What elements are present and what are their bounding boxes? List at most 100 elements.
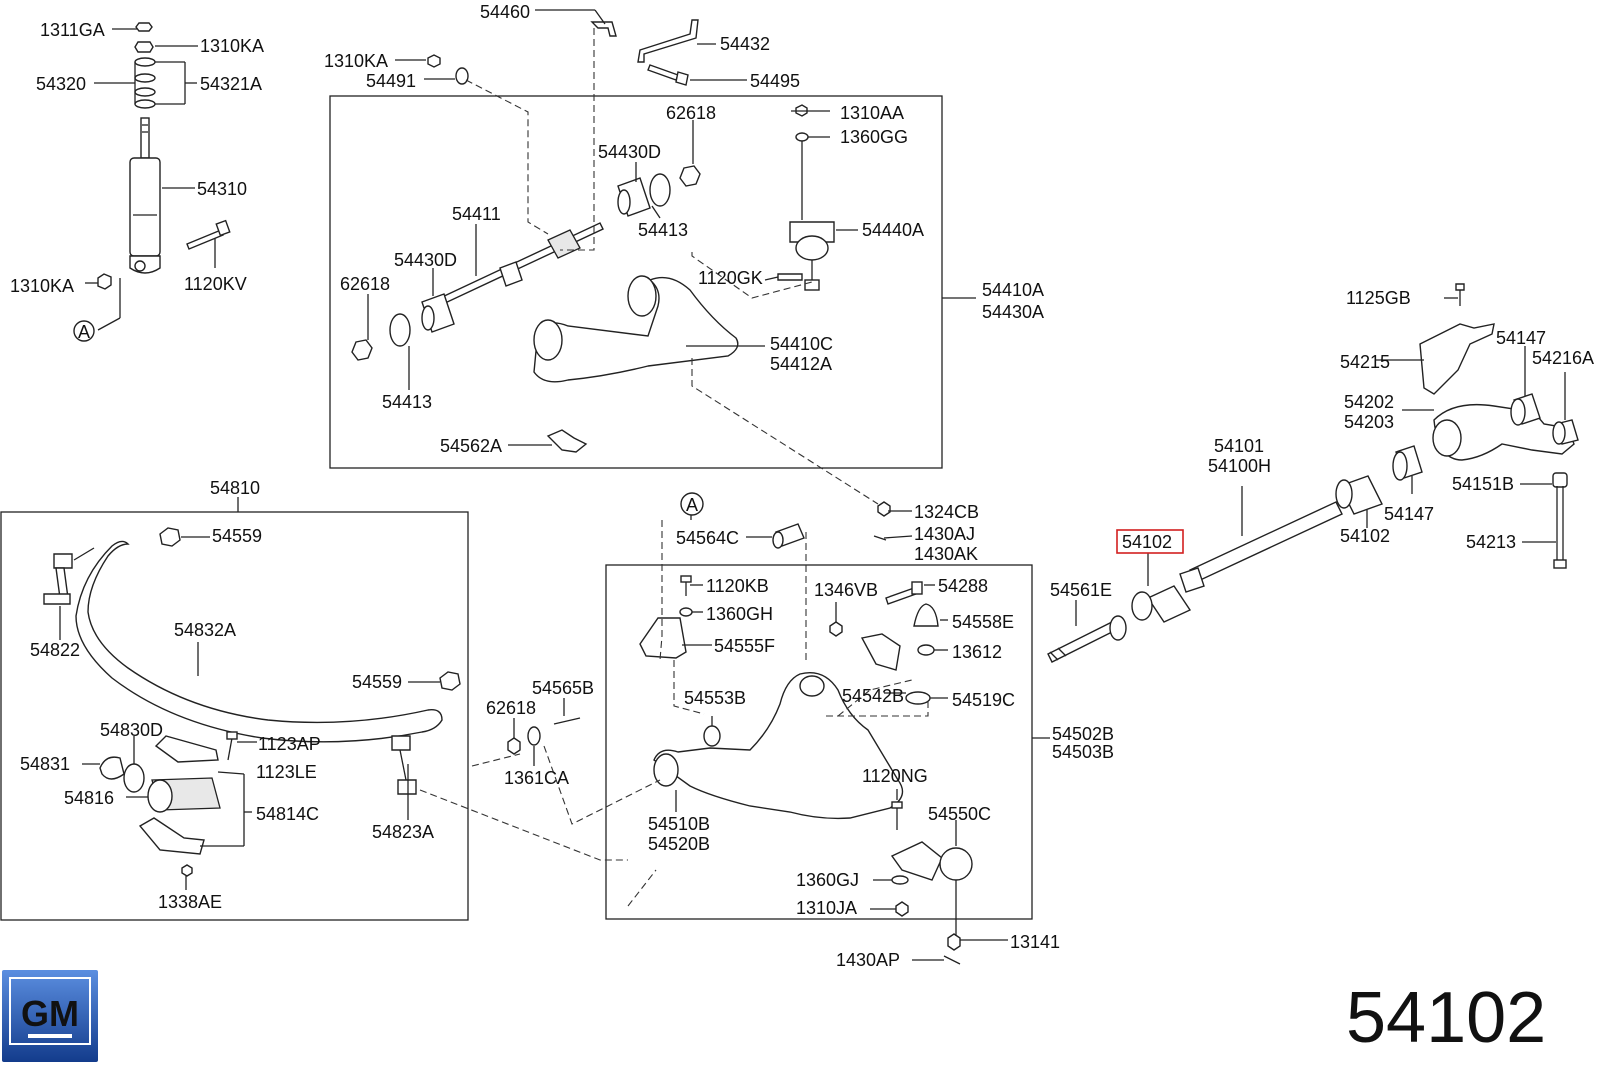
gm-logo-text: GM bbox=[21, 993, 79, 1034]
stabilizer-leaders bbox=[59, 497, 628, 890]
label-54495: 54495 bbox=[750, 71, 800, 91]
label-1430AP: 1430AP bbox=[836, 950, 900, 970]
label-A-top: A bbox=[78, 322, 90, 342]
label-54430D-low: 54430D bbox=[394, 250, 457, 270]
label-54491: 54491 bbox=[366, 71, 416, 91]
label-54321A: 54321A bbox=[200, 74, 262, 94]
label-54215: 54215 bbox=[1340, 352, 1390, 372]
label-54553B: 54553B bbox=[684, 688, 746, 708]
label-1360GG: 1360GG bbox=[840, 127, 908, 147]
stabilizer-group-box bbox=[0, 511, 469, 921]
label-1310KA-top: 1310KA bbox=[200, 36, 264, 56]
label-1430AK: 1430AK bbox=[914, 544, 978, 564]
shock-leaders bbox=[73, 28, 216, 342]
label-54831: 54831 bbox=[20, 754, 70, 774]
label-1360GH: 1360GH bbox=[706, 604, 773, 624]
label-54102-mid: 54102 bbox=[1340, 526, 1390, 546]
upper-arm-parts bbox=[351, 19, 835, 453]
upper-arm-group-box bbox=[329, 95, 943, 469]
label-13141: 13141 bbox=[1010, 932, 1060, 952]
label-1311GA: 1311GA bbox=[40, 20, 105, 40]
reference-circle-a bbox=[680, 492, 704, 516]
label-1346VB: 1346VB bbox=[814, 580, 878, 600]
label-1120KV: 1120KV bbox=[184, 274, 247, 294]
label-13612: 13612 bbox=[952, 642, 1002, 662]
label-54559-low: 54559 bbox=[352, 672, 402, 692]
label-1120NG: 1120NG bbox=[862, 766, 928, 786]
label-54816: 54816 bbox=[64, 788, 114, 808]
label-54810: 54810 bbox=[210, 478, 260, 498]
label-54562A: 54562A bbox=[440, 436, 502, 456]
lower-arm-parts bbox=[507, 501, 973, 965]
label-1360GJ: 1360GJ bbox=[796, 870, 859, 890]
label-54213: 54213 bbox=[1466, 532, 1516, 552]
label-54412A: 54412A bbox=[770, 354, 832, 374]
label-1430AJ: 1430AJ bbox=[914, 524, 975, 544]
label-54102-highlighted: 54102 bbox=[1122, 532, 1172, 552]
lower-arm-leaders bbox=[471, 505, 1050, 961]
lower-arm-group-box bbox=[605, 564, 1033, 920]
part-labels: 1311GA 1310KA 54320 54321A 54310 1120KV … bbox=[10, 2, 1594, 1058]
label-54432: 54432 bbox=[720, 34, 770, 54]
label-54510B: 54510B bbox=[648, 814, 710, 834]
label-1324CB: 1324CB bbox=[914, 502, 979, 522]
label-54413-low: 54413 bbox=[382, 392, 432, 412]
label-54830D: 54830D bbox=[100, 720, 163, 740]
label-62618-left: 62618 bbox=[340, 274, 390, 294]
label-54460: 54460 bbox=[480, 2, 530, 22]
label-54822: 54822 bbox=[30, 640, 80, 660]
label-1338AE: 1338AE bbox=[158, 892, 222, 912]
label-54202: 54202 bbox=[1344, 392, 1394, 412]
label-62618-upper: 62618 bbox=[666, 103, 716, 123]
label-1120GK: 1120GK bbox=[698, 268, 763, 288]
label-54101: 54101 bbox=[1214, 436, 1264, 456]
label-54565B: 54565B bbox=[532, 678, 594, 698]
label-54320: 54320 bbox=[36, 74, 86, 94]
label-54561E: 54561E bbox=[1050, 580, 1112, 600]
label-A-mid: A bbox=[686, 495, 698, 515]
label-1310KA-mid: 1310KA bbox=[324, 51, 388, 71]
label-62618-lower: 62618 bbox=[486, 698, 536, 718]
label-54147-low: 54147 bbox=[1384, 504, 1434, 524]
label-54216A: 54216A bbox=[1532, 348, 1594, 368]
label-54503B: 54503B bbox=[1052, 742, 1114, 762]
label-54410A: 54410A bbox=[982, 280, 1044, 300]
label-1361CA: 1361CA bbox=[504, 768, 569, 788]
label-54558E: 54558E bbox=[952, 612, 1014, 632]
label-54410C: 54410C bbox=[770, 334, 833, 354]
label-54814C: 54814C bbox=[256, 804, 319, 824]
shock-absorber-54310 bbox=[97, 22, 231, 290]
driveshaft-leaders bbox=[1075, 297, 1566, 626]
label-54520B: 54520B bbox=[648, 834, 710, 854]
label-1125GB: 1125GB bbox=[1346, 288, 1411, 308]
part-number-caption: 54102 bbox=[1346, 978, 1546, 1058]
label-54832A: 54832A bbox=[174, 620, 236, 640]
label-54151B: 54151B bbox=[1452, 474, 1514, 494]
label-54502B: 54502B bbox=[1052, 724, 1114, 744]
label-54555F: 54555F bbox=[714, 636, 775, 656]
label-54550C: 54550C bbox=[928, 804, 991, 824]
label-1310AA: 1310AA bbox=[840, 103, 904, 123]
driveshaft-parts bbox=[1047, 283, 1579, 663]
label-54559-top: 54559 bbox=[212, 526, 262, 546]
label-1120KB: 1120KB bbox=[706, 576, 769, 596]
label-54440A: 54440A bbox=[862, 220, 924, 240]
label-54411: 54411 bbox=[452, 204, 501, 224]
label-54413-upper: 54413 bbox=[638, 220, 688, 240]
stabilizer-parts bbox=[43, 527, 461, 877]
label-54564C: 54564C bbox=[676, 528, 739, 548]
label-54288: 54288 bbox=[938, 576, 988, 596]
label-54519C: 54519C bbox=[952, 690, 1015, 710]
label-54100H: 54100H bbox=[1208, 456, 1271, 476]
label-54147-top: 54147 bbox=[1496, 328, 1546, 348]
label-54310: 54310 bbox=[197, 179, 247, 199]
label-54203: 54203 bbox=[1344, 412, 1394, 432]
upper-arm-leaders bbox=[367, 9, 976, 505]
highlight-box-54102 bbox=[1116, 529, 1184, 554]
label-54823A: 54823A bbox=[372, 822, 434, 842]
label-1310JA: 1310JA bbox=[796, 898, 857, 918]
label-1123LE: 1123LE bbox=[256, 762, 317, 782]
gm-logo: GM bbox=[2, 970, 98, 1062]
label-54430A: 54430A bbox=[982, 302, 1044, 322]
